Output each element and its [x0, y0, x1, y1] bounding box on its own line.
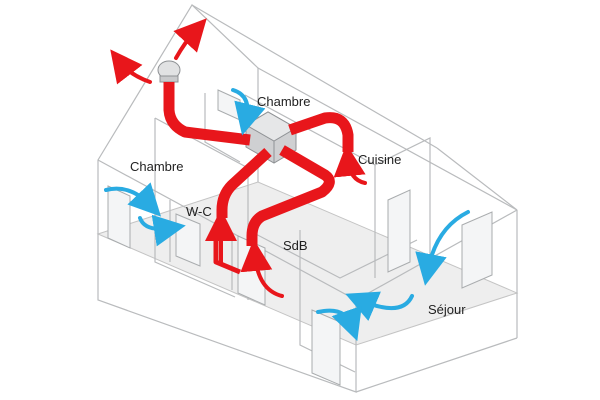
- arrow-chambre-left-in: [104, 182, 162, 217]
- roof-exhaust-cap: [157, 60, 181, 83]
- fresh-air-arrows: [104, 88, 470, 342]
- room-label-cuisine: Cuisine: [358, 152, 402, 167]
- room-label-chambre-left: Chambre: [130, 159, 184, 174]
- door-sejour: [311, 309, 341, 386]
- room-label-chambre-upper: Chambre: [257, 94, 311, 109]
- extract-arrows: [110, 18, 367, 298]
- door-sdb: [237, 235, 266, 306]
- duct-to-sdb: [246, 145, 335, 246]
- room-label-sejour: Séjour: [428, 302, 466, 317]
- window-chambre-top: [217, 89, 241, 121]
- room-label-sdb: SdB: [283, 238, 308, 253]
- arrow-roof-out-left: [110, 49, 152, 85]
- window-sejour-right: [461, 211, 493, 289]
- arrow-chambre-left-curl: [138, 214, 186, 247]
- arrow-sejour-right: [415, 210, 470, 286]
- arrow-cuisine-extract: [333, 144, 367, 185]
- window-chambre-left: [107, 185, 131, 249]
- arrow-sejour-door: [316, 305, 362, 342]
- room-label-wc: W-C: [186, 204, 212, 219]
- arrow-sdb-extract: [240, 239, 284, 298]
- arrow-sejour-center: [345, 291, 414, 322]
- ground-floor: [96, 181, 519, 346]
- arrow-chambre-top-supply: [231, 88, 266, 136]
- duct-wc-drop: [213, 230, 241, 275]
- duct-to-roof: [163, 82, 251, 146]
- arrow-roof-out-up: [173, 18, 207, 60]
- duct-to-cuisine: [288, 112, 354, 152]
- door-cuisine: [387, 189, 411, 273]
